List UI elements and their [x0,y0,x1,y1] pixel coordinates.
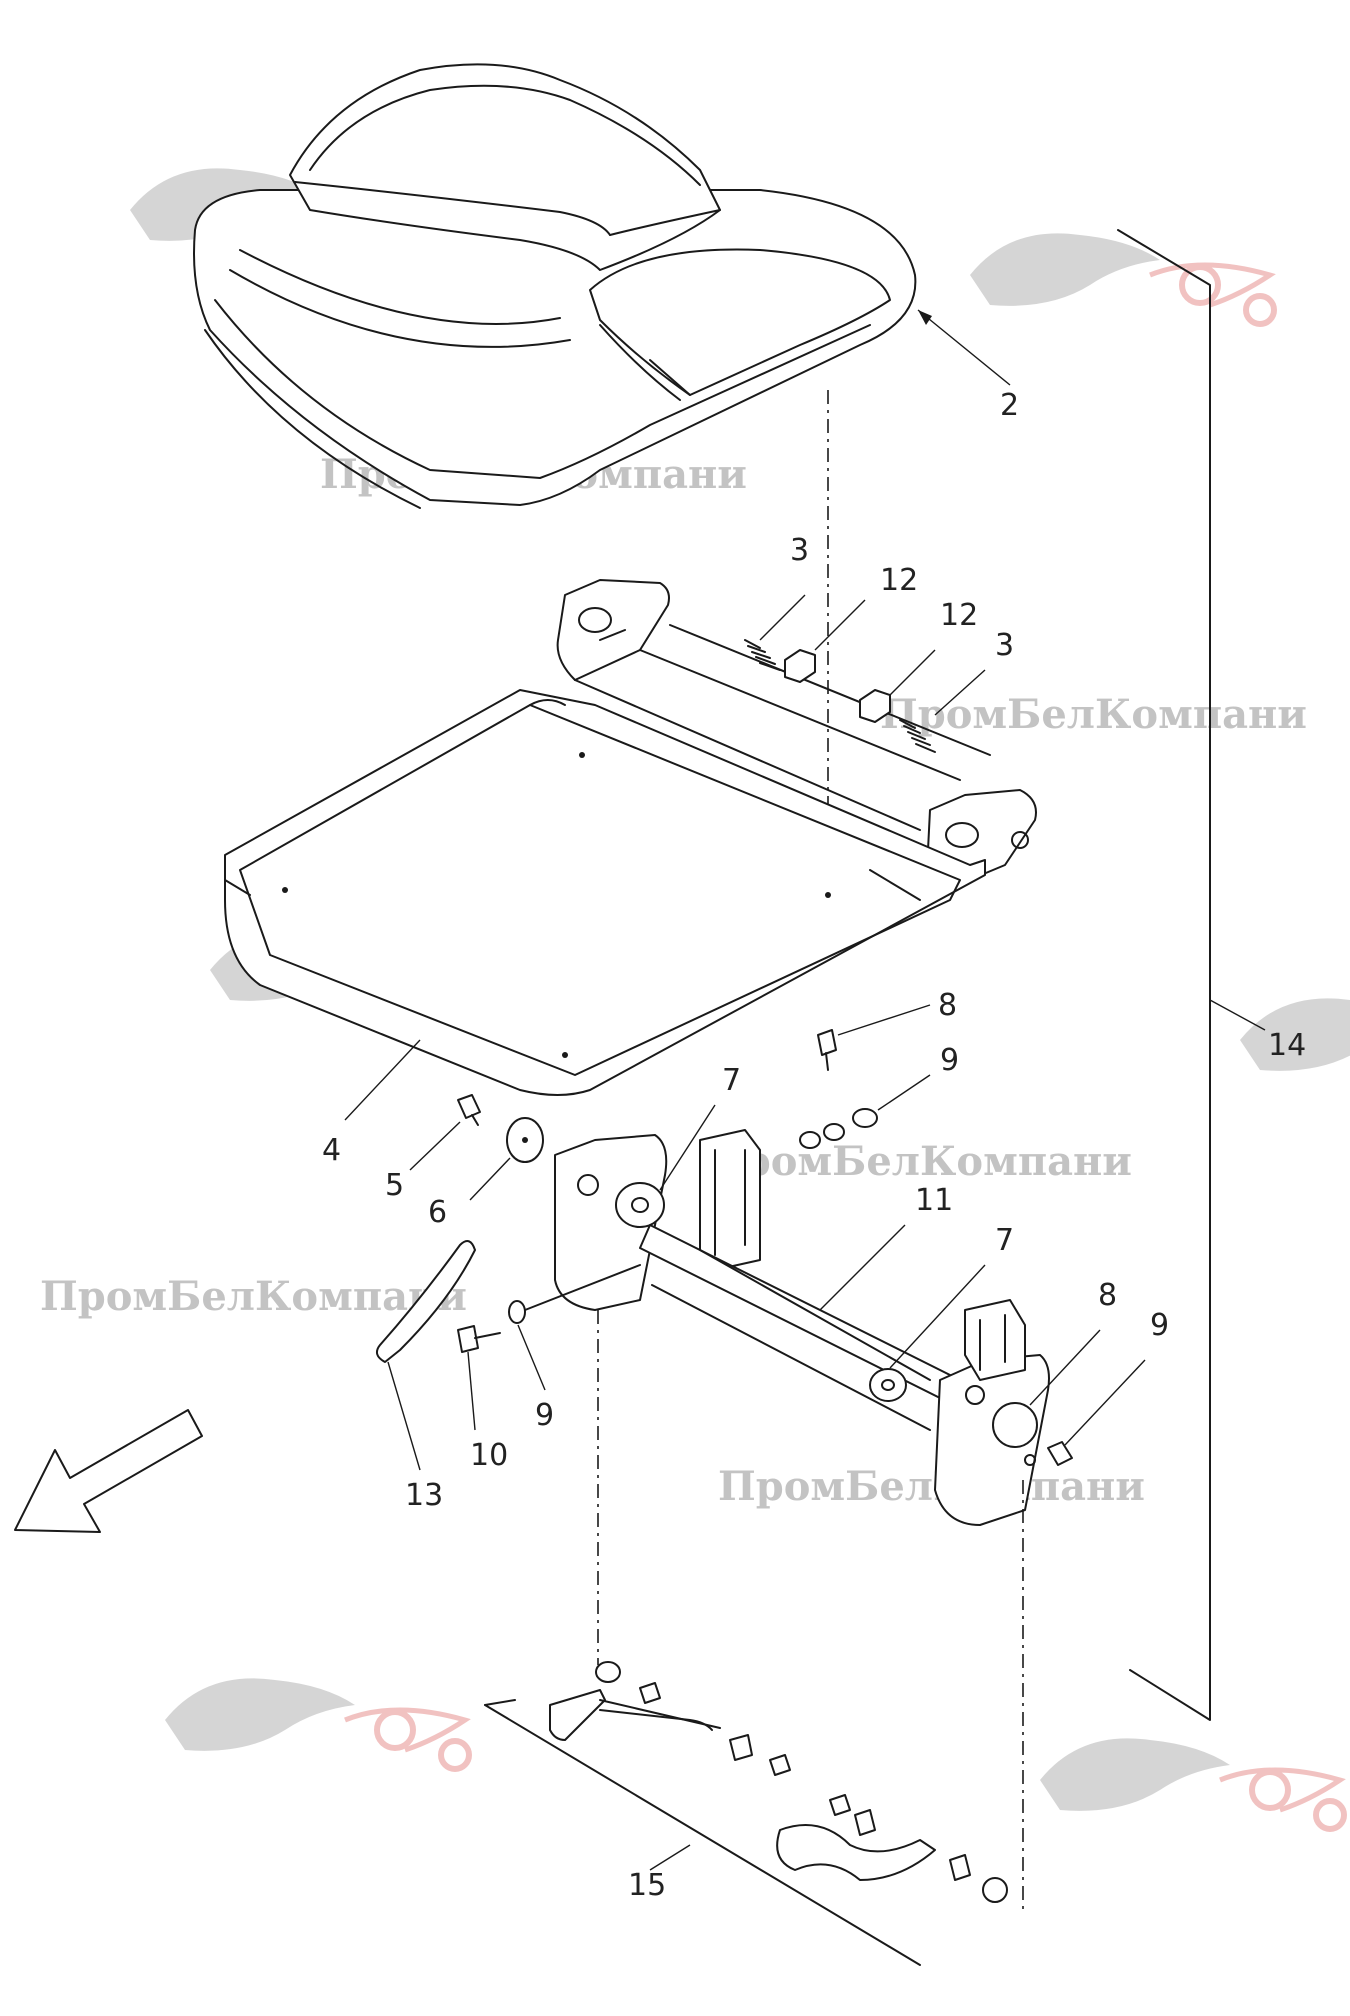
callout-5: 5 [385,1168,404,1203]
callout-8b: 8 [1098,1278,1117,1313]
callout-7a: 7 [722,1063,741,1098]
callout-3a: 3 [790,533,809,568]
washers-9-top [799,1074,931,1149]
callout-3b: 3 [995,628,1014,663]
callout-8a: 8 [938,988,957,1023]
spring-left [744,594,806,671]
callout-15: 15 [628,1868,666,1903]
callout-2: 2 [1000,388,1019,423]
callout-7b: 7 [995,1223,1014,1258]
seat-cushion [193,63,1011,509]
watermark-logo [970,233,1277,327]
callout-9a: 9 [940,1043,959,1078]
slide-frame [554,1104,1050,1526]
callout-9c: 9 [535,1398,554,1433]
assembly-bracket-14 [1117,229,1266,1721]
screw-8-top [817,1004,931,1071]
screw-8-right [1029,1329,1101,1406]
bolt-10 [457,1325,501,1431]
callout-12a: 12 [880,563,918,598]
nut-right [859,649,936,723]
callout-10: 10 [470,1438,508,1473]
lever-13 [375,1240,476,1471]
washer-9-left [508,1264,641,1391]
watermark-logo [165,1678,472,1772]
washer-6 [469,1117,544,1201]
callout-9b: 9 [1150,1308,1169,1343]
watermark-logo [1240,998,1350,1071]
spring-right [899,669,986,753]
seat-pan [224,579,1037,1121]
callout-13: 13 [405,1478,443,1513]
watermark-text: ПромБелКомпани [718,1463,1145,1510]
watermark-text: ПромБелКомпани [40,1273,467,1320]
callout-11: 11 [915,1183,953,1218]
kit-15 [484,1661,1008,1966]
nut-left [784,599,866,683]
bolt-5 [409,1094,481,1171]
bolt-9-right [1047,1359,1146,1466]
callout-14: 14 [1268,1028,1306,1063]
callout-6: 6 [428,1195,447,1230]
watermark-text: ПромБелКомпани [880,691,1307,738]
watermark-text: ПромБелКомпани [705,1138,1132,1185]
direction-arrow [14,1409,203,1533]
callout-4: 4 [322,1133,341,1168]
watermark-logo [1040,1738,1347,1832]
callout-12b: 12 [940,598,978,633]
